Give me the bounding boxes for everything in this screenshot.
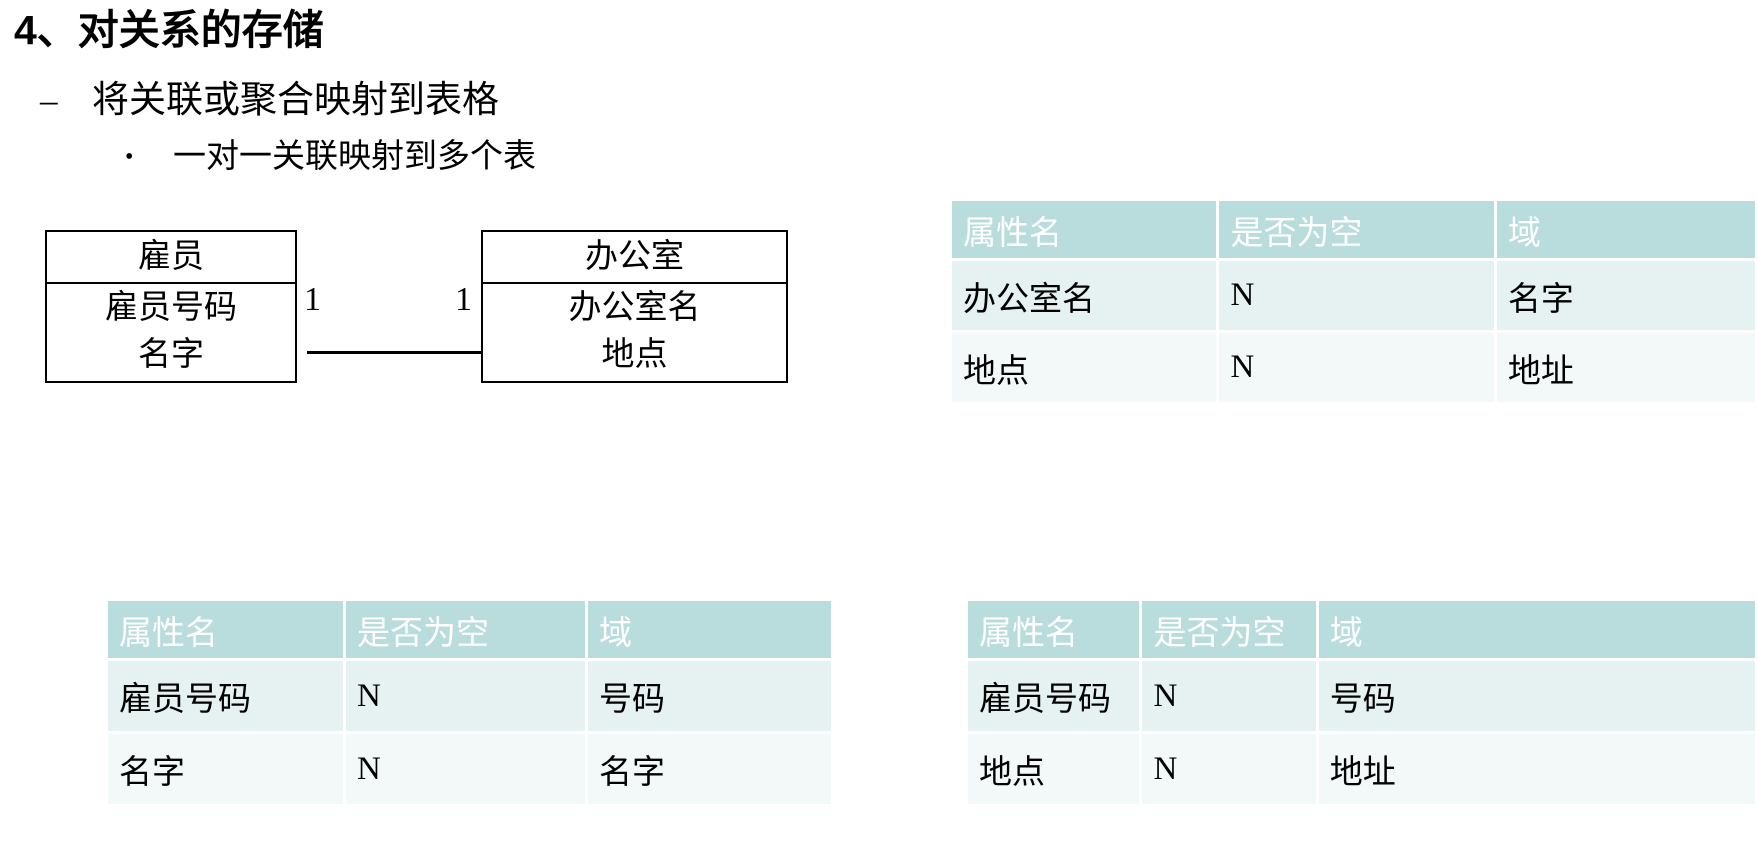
er-attribute: 名字 <box>138 337 204 373</box>
er-entity-employee: 雇员 雇员号码 名字 <box>45 230 297 383</box>
column-header-domain: 域 <box>588 601 834 661</box>
bullet-level2-label: 一对一关联映射到多个表 <box>173 139 536 175</box>
cell-domain: 名字 <box>1496 261 1758 333</box>
er-entity-name: 办公室 <box>483 232 786 284</box>
bullet-level2: • 一对一关联映射到多个表 <box>125 136 536 178</box>
table-row: 名字 N 名字 <box>108 734 834 807</box>
cell-attribute-name: 地点 <box>968 734 1143 807</box>
er-entity-attributes: 雇员号码 名字 <box>47 284 295 381</box>
table-row: 办公室名 N 名字 <box>952 261 1758 333</box>
attribute-table-employee-office: 属性名 是否为空 域 雇员号码 N 号码 地点 N 地址 <box>968 601 1758 807</box>
table-header-row: 属性名 是否为空 域 <box>952 201 1758 261</box>
cell-attribute-name: 办公室名 <box>952 261 1220 333</box>
er-entity-attributes: 办公室名 地点 <box>483 284 786 381</box>
cell-nullable: N <box>1142 734 1319 807</box>
column-header-domain: 域 <box>1318 601 1758 661</box>
bullet-level1-label: 将关联或聚合映射到表格 <box>92 80 499 121</box>
cell-attribute-name: 地点 <box>952 333 1220 405</box>
er-cardinality-right: 1 <box>455 281 472 318</box>
er-cardinality-left: 1 <box>304 281 321 318</box>
table-row: 雇员号码 N 号码 <box>108 661 834 734</box>
column-header-nullable: 是否为空 <box>1142 601 1319 661</box>
er-relationship-line <box>307 351 483 354</box>
er-attribute: 办公室名 <box>568 290 701 326</box>
column-header-attribute-name: 属性名 <box>968 601 1143 661</box>
attribute-table-office: 属性名 是否为空 域 办公室名 N 名字 地点 N 地址 <box>952 201 1758 405</box>
cell-nullable: N <box>346 734 588 807</box>
page-title: 4、对关系的存储 <box>14 7 324 53</box>
column-header-nullable: 是否为空 <box>346 601 588 661</box>
cell-nullable: N <box>346 661 588 734</box>
cell-domain: 地址 <box>1496 333 1758 405</box>
dash-bullet-icon: – <box>40 81 58 120</box>
cell-nullable: N <box>1142 661 1319 734</box>
er-entity-office: 办公室 办公室名 地点 <box>481 230 788 383</box>
table-row: 雇员号码 N 号码 <box>968 661 1758 734</box>
cell-nullable: N <box>1219 333 1497 405</box>
er-attribute: 雇员号码 <box>105 290 237 326</box>
er-entity-name: 雇员 <box>47 232 295 284</box>
cell-domain: 名字 <box>588 734 834 807</box>
table-row: 地点 N 地址 <box>952 333 1758 405</box>
cell-domain: 号码 <box>588 661 834 734</box>
column-header-domain: 域 <box>1496 201 1758 261</box>
table-row: 地点 N 地址 <box>968 734 1758 807</box>
table-header-row: 属性名 是否为空 域 <box>968 601 1758 661</box>
er-attribute: 地点 <box>601 337 668 373</box>
bullet-level1: – 将关联或聚合映射到表格 <box>40 78 499 124</box>
column-header-nullable: 是否为空 <box>1219 201 1497 261</box>
cell-domain: 号码 <box>1318 661 1758 734</box>
cell-attribute-name: 雇员号码 <box>108 661 346 734</box>
table-header-row: 属性名 是否为空 域 <box>108 601 834 661</box>
cell-attribute-name: 名字 <box>108 734 346 807</box>
attribute-table-employee: 属性名 是否为空 域 雇员号码 N 号码 名字 N 名字 <box>108 601 834 807</box>
cell-nullable: N <box>1219 261 1497 333</box>
cell-domain: 地址 <box>1318 734 1758 807</box>
column-header-attribute-name: 属性名 <box>952 201 1220 261</box>
column-header-attribute-name: 属性名 <box>108 601 346 661</box>
cell-attribute-name: 雇员号码 <box>968 661 1143 734</box>
dot-bullet-icon: • <box>125 144 134 170</box>
